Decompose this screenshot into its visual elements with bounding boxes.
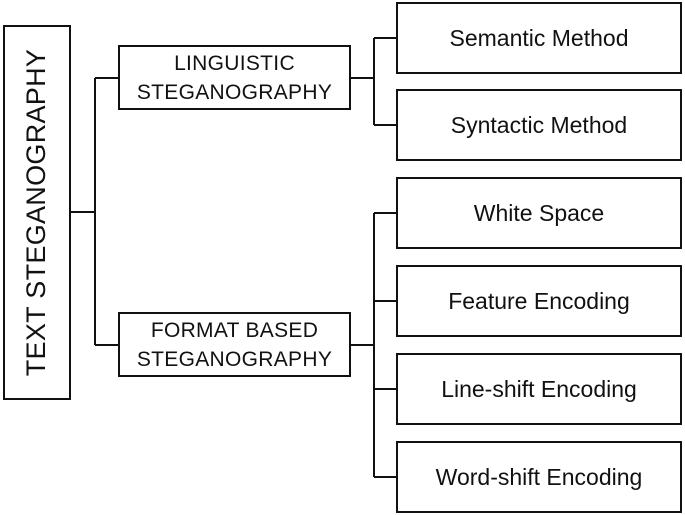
word-shift-encoding-box: Word-shift Encoding	[396, 441, 682, 513]
feature-encoding-box: Feature Encoding	[396, 265, 682, 337]
syntactic-method-box: Syntactic Method	[396, 89, 682, 161]
white-space-box: White Space	[396, 177, 682, 249]
line-shift-encoding-box: Line-shift Encoding	[396, 353, 682, 425]
syntactic-method-label: Syntactic Method	[450, 111, 628, 138]
semantic-method-box: Semantic Method	[396, 2, 682, 74]
line-shift-encoding-label: Line-shift Encoding	[441, 375, 637, 402]
linguistic-steganography-label: LINGUISTIC STEGANOGRAPHY	[136, 51, 333, 104]
linguistic-steganography-box: LINGUISTIC STEGANOGRAPHY	[118, 45, 351, 110]
semantic-method-label: Semantic Method	[449, 24, 629, 51]
word-shift-encoding-label: Word-shift Encoding	[435, 463, 643, 490]
format-based-steganography-box: FORMAT BASED STEGANOGRAPHY	[118, 312, 351, 377]
feature-encoding-label: Feature Encoding	[448, 287, 630, 314]
white-space-label: White Space	[473, 199, 605, 226]
root-node-label: TEXT STEGANOGRAPHY	[21, 48, 52, 377]
root-node-box: TEXT STEGANOGRAPHY	[3, 25, 71, 400]
format-based-steganography-label: FORMAT BASED STEGANOGRAPHY	[136, 318, 333, 371]
